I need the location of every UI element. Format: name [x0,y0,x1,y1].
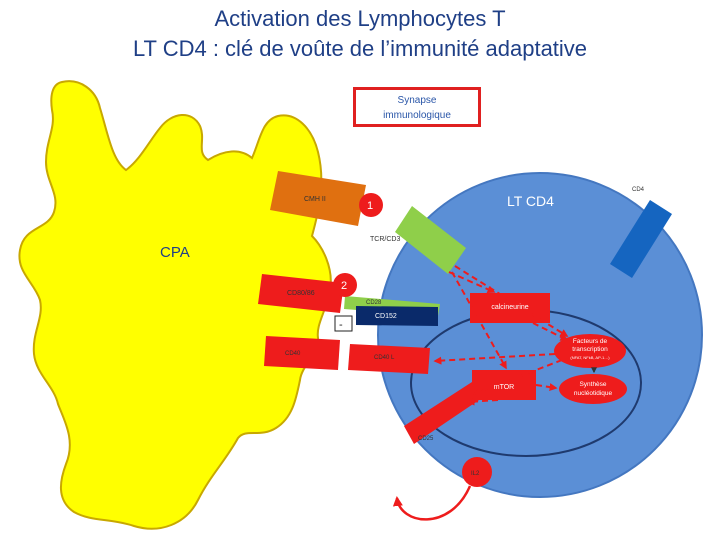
cmh-ii-receptor [270,171,366,226]
cd40-receptor [264,336,340,370]
il2-autocrine-arrow [392,485,472,521]
tf-label-line3: (NFAT, NFkB, AP-1…) [570,355,610,360]
arrow-tcr-to-mtor [451,271,507,370]
cd4-label: CD4 [632,187,645,193]
calcineurine-label: calcineurine [491,304,528,311]
apc-cell [18,80,332,530]
arrow-tf-to-cd40l [433,353,556,365]
synthesis-label-line1: Synthèse [579,381,606,388]
signal-2-circle [333,273,357,297]
cd4-receptor [610,200,672,278]
synapse-label-line2: immunologique [383,110,451,121]
arrow-tf-to-cd25 [472,359,563,396]
cd40l-receptor [348,344,430,374]
tf-label-line1: Facteurs de [573,338,608,345]
cd28-label: CD28 [366,300,382,306]
cd80-label: CD80/86 [287,290,315,297]
synapse-label-box: Synapse immunologique [353,87,481,127]
il2-label: IL2 [471,471,480,477]
synthesis-blob [559,374,627,404]
arrow-tcr-to-transcription [454,265,569,337]
cmh-label: CMH II [304,196,326,203]
mtor-box [472,370,536,400]
inhibition-minus-box [334,315,353,332]
arrow-tcr-to-calcineurine [448,271,496,294]
lt-cd4-label: LT CD4 [507,193,554,209]
signal-1-label: 1 [367,200,373,212]
cd80-86-receptor [258,274,344,313]
synapse-label-line1: Synapse [397,95,437,106]
transcription-factors-blob [554,334,626,368]
cd25-label: CD25 [418,436,434,442]
tcr-cd3-receptor [395,206,466,274]
tcr-label: TCR/CD3 [370,236,400,243]
signal-2-label: 2 [341,280,347,292]
title-block: Activation des Lymphocytes T LT CD4 : cl… [0,4,720,64]
signal-1-circle [359,193,383,217]
arrow-mtor-to-synthesis [535,383,558,392]
cd152-receptor [356,306,438,326]
mtor-label: mTOR [494,384,514,391]
minus-label: - [339,319,343,331]
calcineurine-box [470,293,550,323]
cd40l-label: CD40 L [374,355,395,361]
cd25-receptor [404,382,482,444]
cd152-label: CD152 [375,313,397,320]
arrow-mtor-to-cd25 [466,397,499,406]
page-subtitle: LT CD4 : clé de voûte de l’immunité adap… [132,36,588,61]
page-title: Activation des Lymphocytes T [214,6,506,31]
arrow-calcineurine-to-tf [532,322,569,341]
synthesis-label-line2: nucléotidique [574,390,613,397]
il2-circle [462,457,492,487]
apc-label: CPA [160,244,190,261]
tf-label-line2: transcription [572,346,608,353]
cd40-label: CD40 [285,351,301,357]
